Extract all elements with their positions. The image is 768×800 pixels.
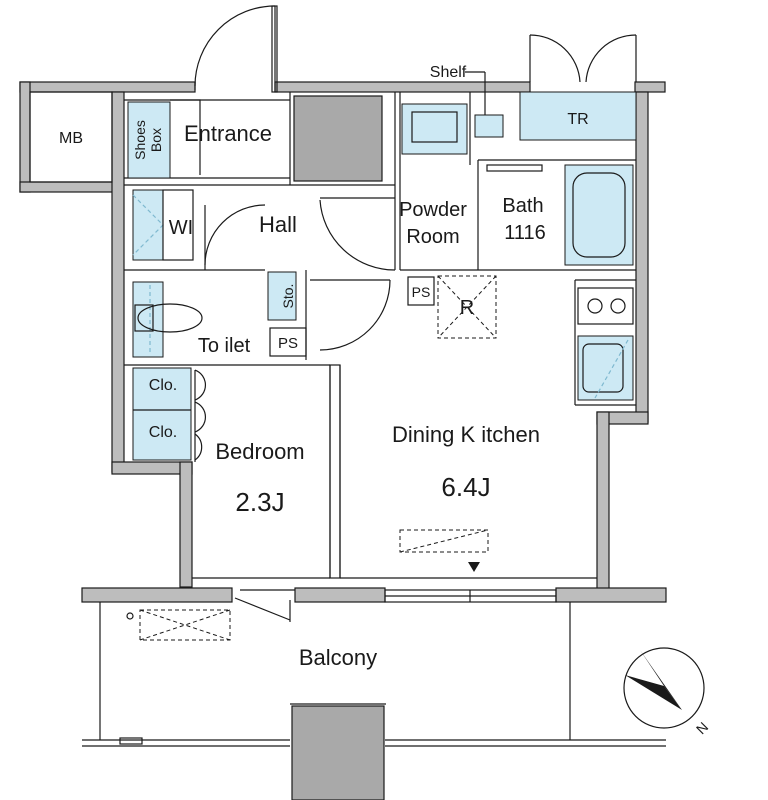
balcony-label: Balcony — [299, 645, 377, 670]
wall-right-lower — [596, 411, 610, 590]
refrigerator-space — [437, 275, 497, 339]
toilet-fixtures — [132, 281, 203, 358]
air-conditioner — [399, 529, 489, 553]
tr-doors — [529, 34, 637, 83]
refrigerator-label: R — [460, 297, 474, 319]
wall-bottom-middle — [294, 587, 386, 603]
closet-2-label: Clo. — [149, 424, 177, 441]
outdoor-unit — [139, 609, 231, 641]
bathtub — [486, 164, 634, 266]
bath-label: Bath — [502, 195, 543, 217]
entrance-label: Entrance — [184, 121, 272, 146]
dining-kitchen-label: Dining K itchen — [392, 422, 540, 447]
svg-text:Shoes: Shoes — [132, 120, 148, 160]
compass-label: N — [693, 719, 711, 737]
bedroom-label: Bedroom — [215, 439, 304, 464]
entrance-door — [194, 5, 278, 93]
wic-label: WI — [169, 217, 193, 239]
entry-arrow-icon — [468, 562, 480, 572]
svg-text:Sto.: Sto. — [280, 284, 296, 309]
kitchen-counter — [577, 287, 634, 401]
shelf-box — [474, 114, 504, 138]
wall-right-upper — [635, 91, 649, 423]
ps-toilet-box — [269, 327, 307, 357]
bedroom-balcony-door — [234, 589, 295, 622]
wall-top-middle — [274, 81, 531, 93]
wall-mb-left — [19, 81, 31, 193]
mb-room — [29, 91, 113, 183]
svg-text:Box: Box — [148, 128, 164, 152]
ps-kitchen-label: PS — [412, 284, 431, 300]
tr-area — [519, 91, 637, 141]
mb-label: MB — [59, 130, 83, 147]
shelf-label: Shelf — [430, 64, 467, 81]
closets — [132, 367, 207, 461]
bedroom-size-label: 2.3J — [235, 487, 284, 517]
toilet-label: To ilet — [198, 335, 251, 357]
wall-top-right — [634, 81, 666, 93]
powder-room-label-1: Powder — [399, 199, 467, 221]
walls — [19, 81, 667, 603]
wall-bedroom-left — [179, 461, 193, 588]
powder-room-label-2: Room — [406, 226, 459, 248]
kitchen-door — [319, 279, 391, 351]
closet-1-label: Clo. — [149, 377, 177, 394]
ps-toilet-label: PS — [278, 335, 298, 352]
shoes-box-label: Shoes Box — [132, 120, 164, 160]
wall-top-left — [19, 81, 196, 93]
powder-room-door — [319, 199, 396, 271]
powder-room-fixtures — [401, 71, 504, 155]
shaft — [293, 95, 383, 182]
ps-kitchen-box — [407, 276, 435, 306]
wic-door — [204, 204, 266, 266]
shoes-box — [127, 101, 171, 179]
storage — [267, 271, 297, 321]
entrance-inner-door — [170, 99, 201, 175]
wic-shelf — [132, 189, 164, 261]
kitchen-window — [384, 589, 557, 603]
balcony — [82, 602, 666, 800]
wall-left — [111, 91, 125, 473]
hall-label: Hall — [259, 212, 297, 237]
compass-icon — [623, 647, 705, 729]
dining-kitchen-size-label: 6.4J — [441, 472, 490, 502]
wall-bottom-left — [81, 587, 233, 603]
wall-mb-bottom — [19, 181, 116, 193]
wall-bottom-right — [555, 587, 667, 603]
svg-text:N: N — [693, 719, 711, 737]
storage-label: Sto. — [280, 284, 296, 309]
tr-label: TR — [567, 111, 588, 128]
bath-size-label: 1116 — [504, 222, 546, 244]
